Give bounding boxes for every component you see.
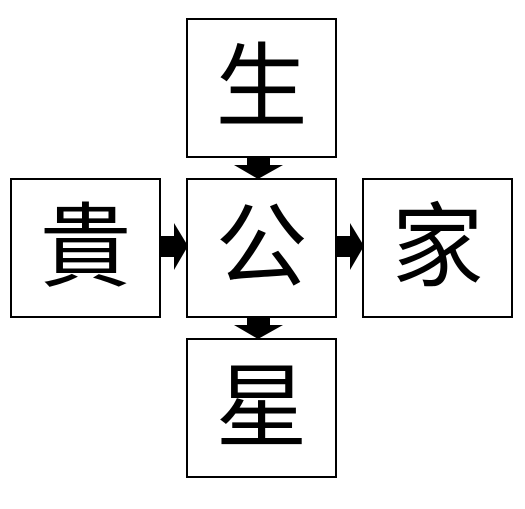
arrow-top-to-center <box>234 156 283 179</box>
arrow-center-to-right <box>337 223 364 270</box>
node-left: 貴 <box>10 178 161 318</box>
node-top-label: 生 <box>215 34 308 141</box>
arrow-center-to-bottom <box>234 316 283 339</box>
node-left-label: 貴 <box>39 194 132 301</box>
node-right: 家 <box>362 178 513 318</box>
node-center-label: 公 <box>215 194 308 301</box>
node-center: 公 <box>186 178 337 318</box>
node-bottom-label: 星 <box>215 354 308 461</box>
node-top: 生 <box>186 18 337 158</box>
node-right-label: 家 <box>391 194 484 301</box>
arrow-left-to-center <box>161 223 188 270</box>
node-bottom: 星 <box>186 338 337 478</box>
